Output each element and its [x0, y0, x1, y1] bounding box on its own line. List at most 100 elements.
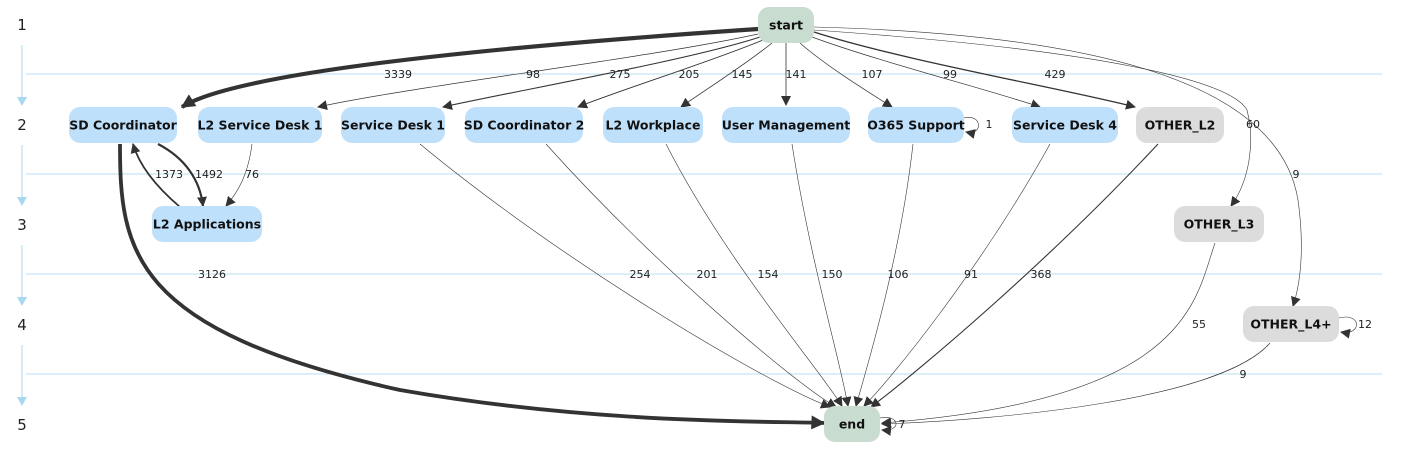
- node-label: O365 Support: [867, 118, 965, 133]
- level-number: 1: [17, 16, 27, 34]
- edge-count-label: 368: [1031, 268, 1052, 281]
- node-other-l3[interactable]: OTHER_L3: [1174, 206, 1264, 242]
- edge-count-label: 1373: [155, 168, 183, 181]
- arrow-down-icon: [17, 97, 27, 106]
- node-user-mgmt[interactable]: User Management: [722, 107, 851, 143]
- node-box: [1136, 107, 1224, 143]
- node-box: [341, 107, 445, 143]
- edge-sd4-to-end: [863, 143, 1051, 407]
- node-label: OTHER_L4+: [1250, 317, 1331, 333]
- edge-count-label: 12: [1358, 318, 1372, 331]
- edge-count-label: 275: [610, 68, 631, 81]
- edge-other_l3-to-end: [881, 242, 1216, 428]
- node-label: Service Desk 4: [1013, 118, 1117, 133]
- edge-count-label: 429: [1045, 68, 1066, 81]
- edge-count-label: 9: [1240, 368, 1247, 381]
- node-other-l4[interactable]: OTHER_L4+: [1243, 306, 1339, 342]
- node-sd4[interactable]: Service Desk 4: [1012, 107, 1118, 143]
- node-label: OTHER_L2: [1145, 118, 1216, 134]
- edge-count-label: 60: [1246, 118, 1260, 131]
- node-o365[interactable]: O365 Support: [867, 107, 965, 143]
- node-box: [1174, 206, 1264, 242]
- edge-start-to-l2_work: [680, 42, 773, 108]
- node-box: [758, 7, 814, 43]
- edge-sd1-to-end: [419, 143, 831, 409]
- edge-count-label: 154: [758, 268, 779, 281]
- level-number: 3: [17, 216, 27, 234]
- node-sd1[interactable]: Service Desk 1: [341, 107, 445, 143]
- node-label: Service Desk 1: [341, 118, 445, 133]
- edge-count-label: 205: [679, 68, 700, 81]
- node-l2-apps[interactable]: L2 Applications: [152, 206, 262, 242]
- edge-start-to-l2_sd1: [317, 33, 759, 110]
- nodes: start end SD Coordinator L2 Service Desk 1 S…: [69, 7, 1339, 442]
- edge-sd_coord2-to-end: [545, 143, 837, 408]
- node-box: [824, 406, 880, 442]
- edge-other_l4-to-end: [881, 342, 1271, 429]
- edge-count-label: 3126: [198, 268, 226, 281]
- edge-start-to-sd_coord2: [577, 39, 764, 109]
- arrow-down-icon: [17, 297, 27, 306]
- node-box: [603, 107, 703, 143]
- edge-count-label: 201: [697, 268, 718, 281]
- node-box: [868, 107, 964, 143]
- node-label: SD Coordinator: [69, 118, 177, 133]
- edge-count-label: 145: [732, 68, 753, 81]
- arrow-down-icon: [17, 197, 27, 206]
- edge-count-label: 3339: [384, 68, 412, 81]
- node-label: L2 Workplace: [606, 118, 701, 133]
- edge-end-to-end: [879, 417, 897, 436]
- arrow-down-icon: [17, 397, 27, 406]
- edge-count-label: 99: [943, 68, 957, 81]
- node-l2-sd1[interactable]: L2 Service Desk 1: [198, 107, 323, 143]
- edge-o365-to-o365: [963, 117, 979, 139]
- node-label: end: [839, 417, 865, 432]
- edge-count-label: 106: [888, 268, 909, 281]
- edge-sd_coord-to-l2_apps: [157, 143, 207, 207]
- edge-count-label: 150: [822, 268, 843, 281]
- node-l2-work[interactable]: L2 Workplace: [603, 107, 703, 143]
- edge-start-to-o365: [799, 42, 893, 108]
- edge-count-label: 107: [862, 68, 883, 81]
- edge-other_l2-to-end: [870, 143, 1159, 408]
- edge-l2_work-to-end: [665, 143, 843, 407]
- edge-sd_coord-to-end: [118, 143, 826, 430]
- node-label: OTHER_L3: [1184, 217, 1255, 233]
- node-label: User Management: [722, 118, 851, 133]
- edge-count-label: 55: [1192, 318, 1206, 331]
- edge-count-label: 7: [899, 418, 906, 431]
- edge-count-label: 254: [630, 268, 651, 281]
- node-box: [198, 107, 322, 143]
- node-end[interactable]: end: [824, 406, 880, 442]
- edge-count-label: 91: [964, 268, 978, 281]
- level-number: 4: [17, 316, 27, 334]
- node-label: L2 Applications: [153, 217, 261, 232]
- edge-start-to-sd1: [442, 36, 761, 110]
- node-box: [722, 107, 850, 143]
- node-label: SD Coordinator 2: [464, 118, 585, 133]
- level-axis: 1 2 3 4 5: [17, 16, 27, 434]
- node-other-l2[interactable]: OTHER_L2: [1136, 107, 1224, 143]
- edge-count-label: 76: [245, 168, 259, 181]
- edge-start-to-sd_coord: [180, 26, 759, 109]
- node-box: [1012, 107, 1118, 143]
- edge-count-label: 1492: [195, 168, 223, 181]
- node-box: [152, 206, 262, 242]
- level-separators: [26, 73, 1382, 375]
- edge-user_mgmt-to-end: [791, 143, 852, 407]
- node-sd-coord[interactable]: SD Coordinator: [69, 107, 178, 143]
- node-label: start: [769, 18, 803, 33]
- node-start[interactable]: start: [758, 7, 814, 43]
- edge-l2_apps-to-sd_coord: [130, 143, 181, 208]
- edge-start-to-other_l3: [813, 29, 1251, 207]
- edges: [118, 26, 1357, 436]
- node-label: L2 Service Desk 1: [198, 118, 323, 133]
- edge-start-to-other_l2: [813, 31, 1136, 110]
- edge-other_l4-to-other_l4: [1338, 316, 1357, 339]
- edge-count-label: 1: [986, 118, 993, 131]
- edge-o365-to-end: [853, 143, 914, 407]
- node-sd-coord2[interactable]: SD Coordinator 2: [464, 107, 585, 143]
